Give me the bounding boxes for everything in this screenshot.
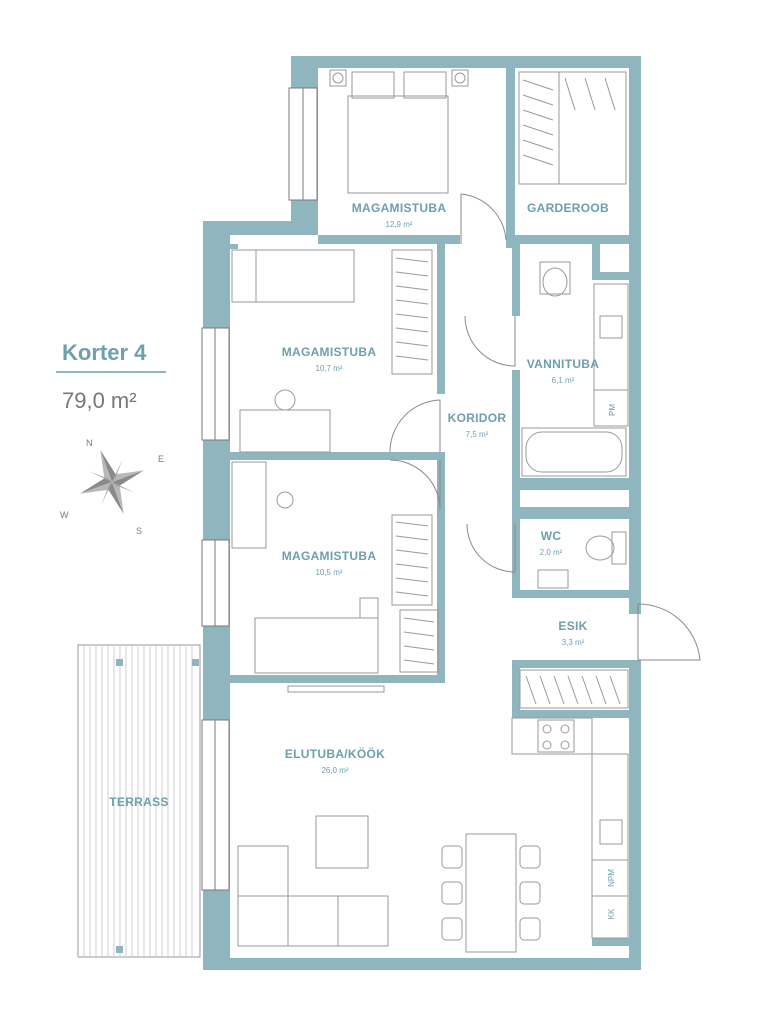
bedroom-2-furniture	[231, 461, 439, 674]
room-name-wardrobe: GARDEROOB	[527, 201, 609, 215]
room-area-master-bedroom: 12,9 m²	[385, 220, 412, 229]
bedroom-1-furniture	[231, 249, 433, 453]
title-divider	[56, 371, 166, 373]
terrace	[77, 644, 201, 958]
wc-fixtures	[537, 531, 627, 589]
fixture-npm-label: NPM	[607, 869, 616, 887]
apartment-area: 79,0 m²	[62, 388, 137, 413]
room-name-living-kitchen: ELUTUBA/KÖÖK	[285, 746, 385, 761]
room-name-master-bedroom: MAGAMISTUBA	[352, 201, 447, 215]
entry-closet	[519, 669, 629, 709]
room-area-bedroom-2: 10,5 m²	[315, 568, 342, 577]
apartment-title: Korter 4	[62, 340, 147, 365]
room-name-bedroom-2: MAGAMISTUBA	[282, 549, 377, 563]
room-area-bedroom-1: 10,7 m²	[315, 364, 342, 373]
room-name-terrace: TERRASS	[109, 795, 168, 809]
bathroom-fixtures	[521, 261, 629, 477]
room-area-living-kitchen: 26,0 m²	[321, 766, 348, 775]
wardrobe-shelving	[518, 71, 627, 185]
interior-walls	[230, 68, 641, 946]
room-name-bathroom: VANNITUBA	[527, 357, 600, 371]
fixture-pm-label: PM	[608, 404, 617, 416]
compass-east: E	[158, 454, 164, 464]
fixture-kk-label: KK	[607, 908, 616, 919]
room-area-corridor: 7,5 m²	[466, 430, 489, 439]
room-area-wc: 2,0 m²	[540, 548, 563, 557]
doors	[389, 193, 701, 661]
kitchen-counter	[511, 717, 629, 939]
compass-north: N	[86, 438, 93, 448]
compass-south: S	[136, 526, 142, 536]
room-name-wc: WC	[541, 529, 562, 543]
room-area-bathroom: 6,1 m²	[552, 376, 575, 385]
double-bed	[329, 69, 469, 194]
room-name-entry: ESIK	[558, 619, 587, 633]
room-area-entry: 3,3 m²	[562, 638, 585, 647]
windows	[201, 87, 318, 891]
room-name-bedroom-1: MAGAMISTUBA	[282, 345, 377, 359]
living-furniture	[237, 685, 541, 953]
compass-rose	[80, 450, 144, 514]
room-name-corridor: KORIDOR	[448, 411, 507, 425]
compass-west: W	[60, 510, 69, 520]
